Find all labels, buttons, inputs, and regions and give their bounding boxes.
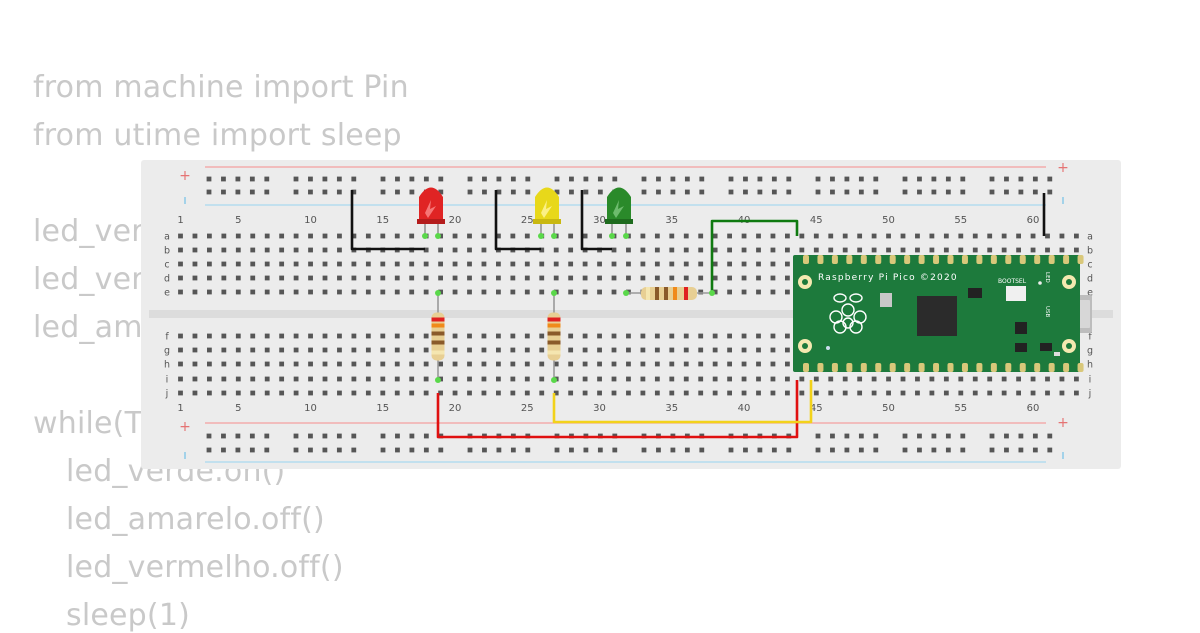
column-number: 60 [1027, 215, 1040, 226]
column-number: 5 [235, 215, 241, 226]
code-line-12: sleep(1) [66, 598, 191, 633]
row-letter: a [164, 232, 170, 243]
column-number: 30 [593, 403, 606, 414]
column-number: 10 [304, 215, 317, 226]
column-number: 1 [177, 403, 183, 414]
column-number: 1 [177, 215, 183, 226]
column-number: 55 [954, 215, 967, 226]
row-letter: i [166, 375, 169, 386]
column-number: 20 [449, 215, 462, 226]
row-letter: h [1087, 360, 1093, 371]
resistor-red-led[interactable] [431, 293, 445, 380]
raspberry-pi-pico[interactable]: Raspberry Pi Pico ©2020 BOOTSEL USB LED [793, 255, 1092, 372]
column-number: 5 [235, 403, 241, 414]
column-number: 45 [810, 403, 823, 414]
pico-title: Raspberry Pi Pico ©2020 [818, 273, 958, 283]
wire-green-signal[interactable] [710, 219, 799, 292]
row-letter: h [164, 360, 170, 371]
pico-usb-label: USB [1044, 306, 1050, 318]
column-number: 55 [954, 403, 967, 414]
bootsel-button[interactable] [1006, 286, 1026, 301]
column-number: 25 [521, 215, 534, 226]
row-letter: b [1087, 246, 1093, 257]
pico-castellated-pins [803, 255, 1084, 372]
column-number: 30 [593, 215, 606, 226]
column-number: 25 [521, 403, 534, 414]
column-number: 35 [665, 215, 678, 226]
row-letter: e [164, 288, 170, 299]
row-letter: f [165, 332, 169, 343]
column-number: 15 [376, 215, 389, 226]
green-led[interactable] [605, 187, 633, 237]
row-letter: g [1087, 346, 1093, 357]
wire-black-yellow-led-ground[interactable] [494, 190, 541, 251]
column-number: 50 [882, 403, 895, 414]
pico-led-label: LED [1044, 272, 1050, 283]
row-letter: c [164, 260, 169, 271]
connection-points [422, 233, 715, 383]
resistors[interactable] [431, 287, 713, 380]
row-letter: d [164, 274, 170, 285]
column-number: 20 [449, 403, 462, 414]
resistor-green-led[interactable] [626, 287, 712, 300]
top-rail-plus-right: + [1057, 160, 1069, 176]
wire-yellow-signal[interactable] [552, 380, 813, 424]
row-letter: a [1087, 232, 1093, 243]
row-letter: j [1088, 389, 1092, 400]
wire-red-signal[interactable] [436, 380, 799, 439]
column-number: 10 [304, 403, 317, 414]
bottom-rail-plus-right: + [1057, 415, 1069, 431]
wires[interactable] [350, 190, 1046, 439]
resistor-yellow-led[interactable] [547, 293, 561, 380]
top-rail-plus-left: + [179, 168, 191, 184]
column-labels: 1155101015152020252530303535404045455050… [177, 215, 1039, 414]
row-letter: f [1088, 332, 1092, 343]
raspberry-logo-icon [829, 293, 867, 334]
column-number: 35 [665, 403, 678, 414]
pico-rp2040-chip [917, 296, 957, 336]
row-letter: g [164, 346, 170, 357]
pico-bootsel-label: BOOTSEL [998, 278, 1027, 285]
code-line-10: led_amarelo.off() [66, 502, 325, 537]
column-number: 45 [810, 215, 823, 226]
row-letter: d [1087, 274, 1093, 285]
wire-black-red-led-ground[interactable] [350, 190, 425, 251]
column-number: 60 [1027, 403, 1040, 414]
center-channel [149, 310, 1113, 318]
code-line-11: led_vermelho.off() [66, 550, 344, 585]
row-letter: i [1089, 375, 1092, 386]
column-number: 50 [882, 215, 895, 226]
column-number: 40 [738, 403, 751, 414]
code-line-1: from machine import Pin [33, 70, 409, 105]
row-letter: e [1087, 288, 1093, 299]
row-letter: c [1087, 260, 1092, 271]
wire-black-green-led-ground[interactable] [580, 190, 612, 251]
row-letter: j [165, 389, 169, 400]
column-number: 15 [376, 403, 389, 414]
code-line-2: from utime import sleep [33, 118, 402, 153]
row-letter: b [164, 246, 170, 257]
bottom-rail-plus-left: + [179, 419, 191, 435]
